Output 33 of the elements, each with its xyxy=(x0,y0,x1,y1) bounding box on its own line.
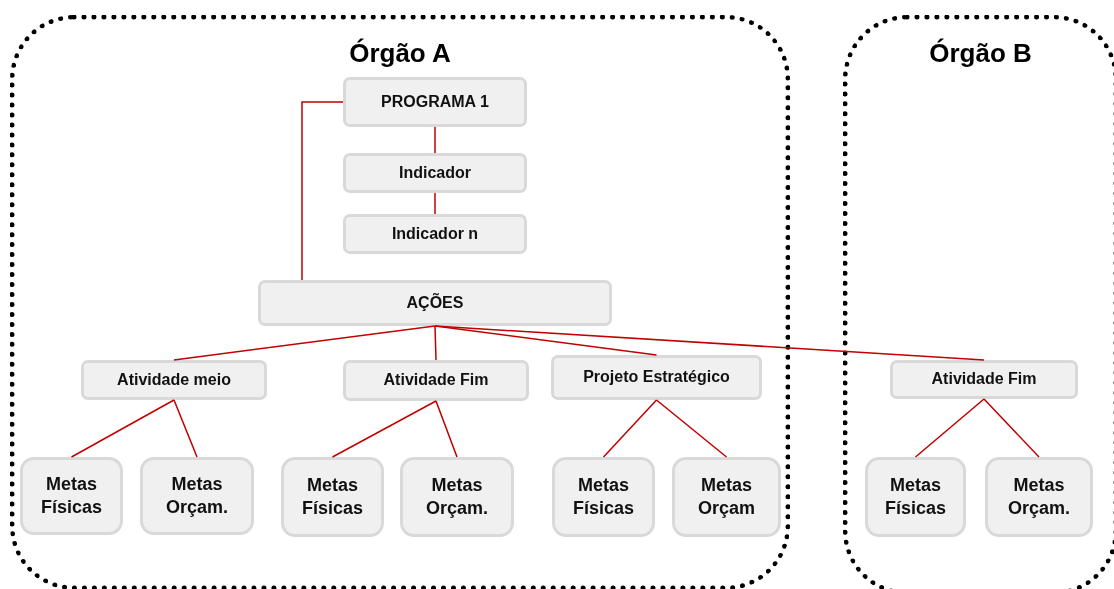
goal-box: Metas Orçam. xyxy=(140,457,254,535)
connector-line xyxy=(914,398,985,458)
goal-box: Metas Físicas xyxy=(552,457,655,537)
group-title: Órgão A xyxy=(349,38,451,69)
connector-line xyxy=(301,101,344,281)
connector-line xyxy=(655,399,728,458)
process-box: PROGRAMA 1 xyxy=(343,77,527,127)
goal-box: Metas Orçam xyxy=(672,457,781,537)
goal-box: Metas Físicas xyxy=(20,457,123,535)
goal-box: Metas Orçam. xyxy=(985,457,1093,537)
dotted-group-border xyxy=(843,15,1114,589)
process-box: Atividade Fim xyxy=(890,360,1078,399)
connector-line xyxy=(983,398,1040,458)
goal-box: Metas Orçam. xyxy=(400,457,514,537)
goal-box: Metas Físicas xyxy=(281,457,384,537)
process-box: Atividade meio xyxy=(81,360,267,400)
process-box: Indicador n xyxy=(343,214,527,254)
group-title: Órgão B xyxy=(929,38,1032,69)
connector-line xyxy=(434,126,436,154)
connector-line xyxy=(435,400,458,458)
connector-line xyxy=(434,325,437,361)
connector-line xyxy=(173,325,436,361)
connector-line xyxy=(602,399,658,458)
connector-line xyxy=(434,192,436,215)
connector-line xyxy=(173,399,198,458)
process-box: Projeto Estratégico xyxy=(551,355,762,400)
connector-line xyxy=(70,399,175,458)
dotted-group-border xyxy=(10,15,790,589)
process-box: Indicador xyxy=(343,153,527,193)
connector-line xyxy=(331,400,437,458)
process-box: Atividade Fim xyxy=(343,360,529,401)
goal-box: Metas Físicas xyxy=(865,457,966,537)
process-box: AÇÕES xyxy=(258,280,612,326)
